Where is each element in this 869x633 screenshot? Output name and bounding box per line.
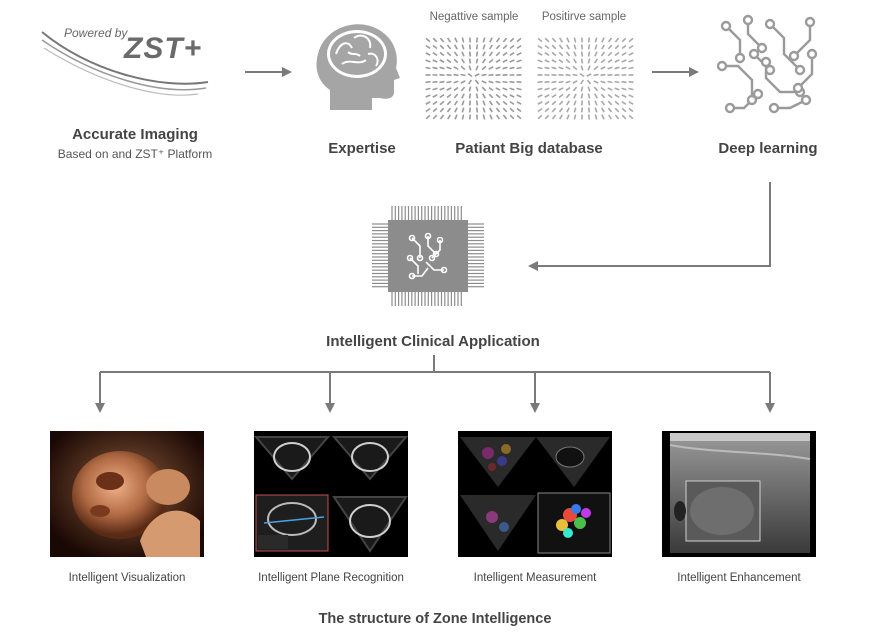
logo-swoosh bbox=[41, 31, 209, 96]
app-label-measurement: Intelligent Measurement bbox=[473, 572, 597, 584]
deep-learning-title: Deep learning bbox=[718, 140, 818, 157]
clinical-app-title: Intelligent Clinical Application bbox=[326, 333, 540, 350]
chip-icon bbox=[372, 206, 484, 306]
accurate-imaging-subtitle: Based on and ZST⁺ Platform bbox=[57, 147, 213, 161]
circuit-icon bbox=[716, 14, 818, 114]
app-label-visualization: Intelligent Visualization bbox=[68, 572, 186, 584]
measurement-image bbox=[458, 431, 612, 557]
brain-head-icon bbox=[316, 24, 400, 110]
enhancement-image bbox=[662, 431, 816, 557]
visualization-image bbox=[50, 431, 204, 557]
positive-sample-pattern bbox=[537, 37, 634, 120]
arrow-deep-learning-to-chip bbox=[528, 182, 771, 271]
zst-logo: Powered by ZST+ bbox=[38, 20, 218, 100]
database-title: Patiant Big database bbox=[455, 140, 603, 157]
logo-powered-by: Powered by bbox=[64, 26, 128, 40]
accurate-imaging-title: Accurate Imaging bbox=[72, 126, 198, 143]
logo-brand: ZST+ bbox=[124, 32, 203, 65]
plane-recognition-image bbox=[254, 431, 408, 557]
negative-sample-pattern bbox=[425, 37, 522, 120]
app-label-enhancement: Intelligent Enhancement bbox=[677, 572, 801, 584]
expertise-title: Expertise bbox=[328, 140, 396, 157]
app-label-plane-recognition: Intelligent Plane Recognition bbox=[258, 572, 404, 584]
positive-sample-label: Positirve sample bbox=[541, 11, 627, 23]
negative-sample-label: Negattive sample bbox=[429, 11, 519, 23]
footer-title: The structure of Zone Intelligence bbox=[318, 611, 552, 627]
